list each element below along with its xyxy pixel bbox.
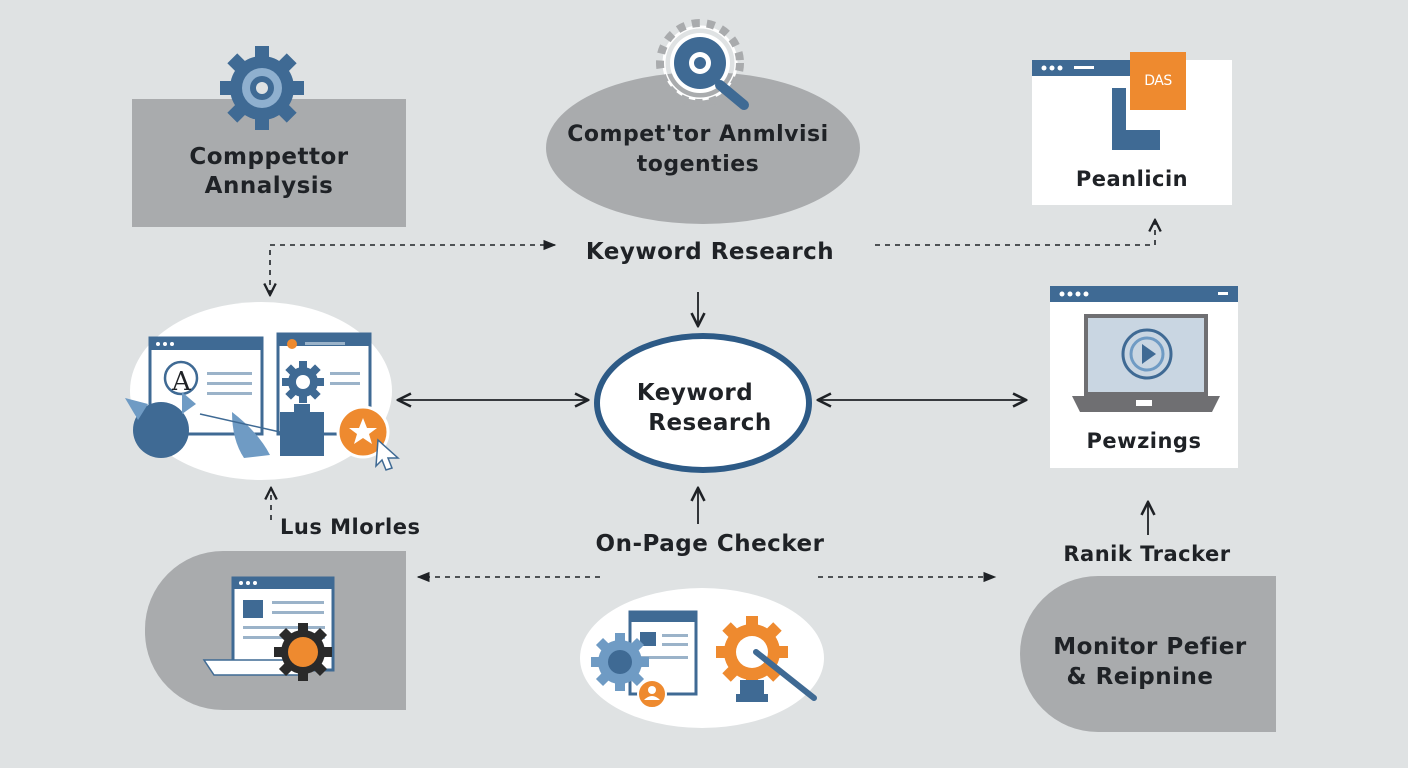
keyword-research-top-label: Keyword Research xyxy=(585,239,835,265)
monitor-line2: & Reipnine xyxy=(1066,664,1214,690)
left-label: Lus Mlorles xyxy=(280,515,421,539)
dashed-connector-top-left xyxy=(270,245,555,295)
content-badge-label: DAS xyxy=(1144,73,1172,89)
competitor-analysis-line2: Annalysis xyxy=(204,173,334,199)
rank-tracker-label: Ranik Tracker xyxy=(1063,542,1231,566)
content-badge: DAS xyxy=(1130,52,1186,110)
video-window-label: Pewzings xyxy=(1086,429,1202,453)
keyword-research-center-line1: Keyword xyxy=(636,380,754,406)
monitor-box xyxy=(1020,576,1276,732)
competitor-strategies-line1: Compet'tor Anmlvisi xyxy=(567,122,829,147)
monitor-line1: Monitor Pefier xyxy=(1053,634,1247,660)
video-window-titlebar xyxy=(1050,286,1238,302)
keyword-research-center-node xyxy=(594,333,812,473)
competitor-strategies-line2: togenties xyxy=(636,152,760,177)
keyword-research-center-line2: Research xyxy=(648,410,772,436)
competitor-strategies-ellipse xyxy=(546,72,860,224)
competitor-analysis-line1: Comppettor xyxy=(189,144,349,170)
svg-text:A: A xyxy=(171,367,192,397)
dashed-connector-top-right xyxy=(875,220,1155,246)
content-window-label: Peanlicin xyxy=(1075,167,1189,191)
on-page-checker-label: On-Page Checker xyxy=(595,531,825,557)
